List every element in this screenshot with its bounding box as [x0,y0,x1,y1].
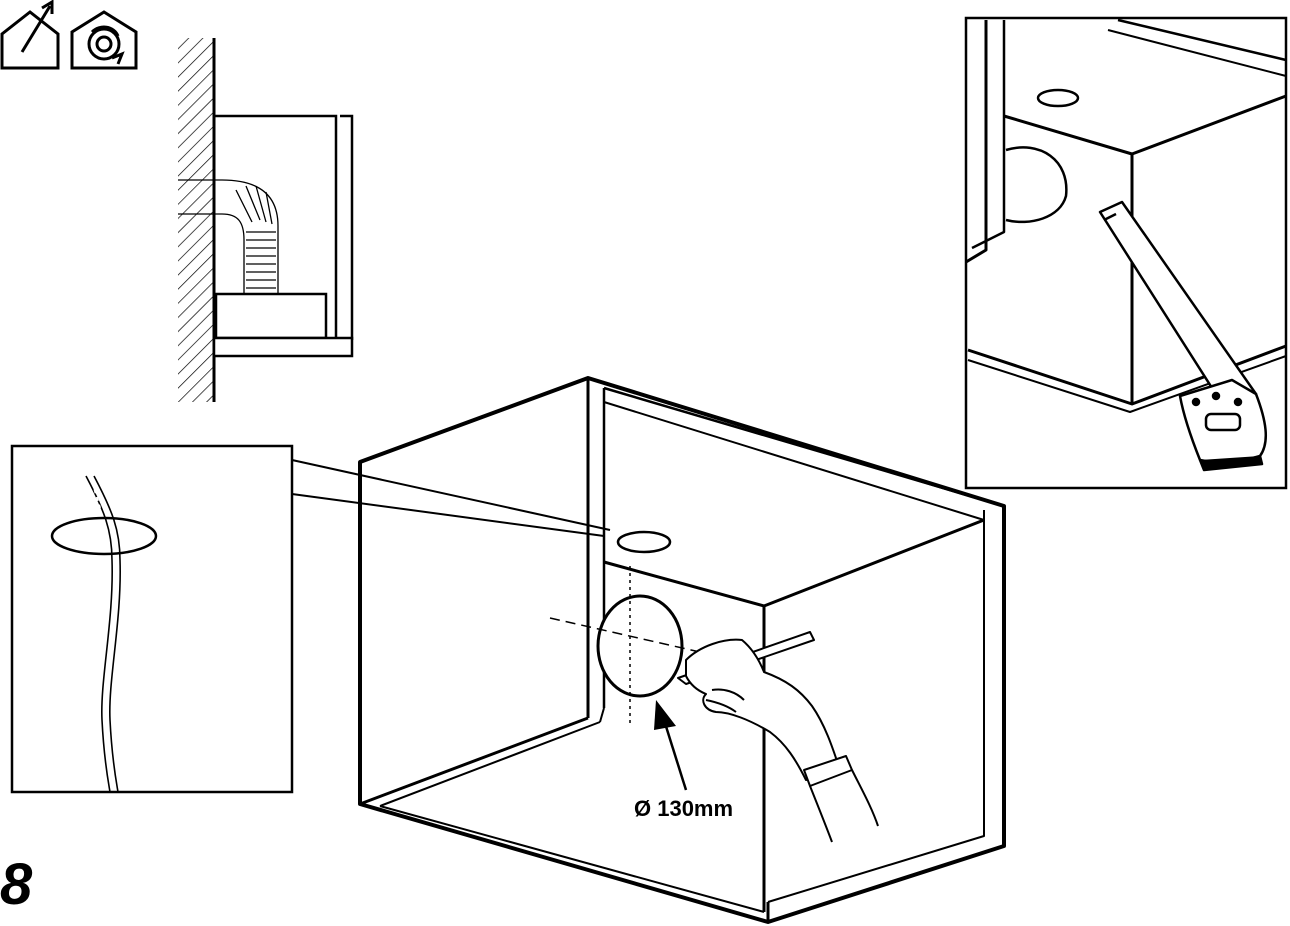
saw [1098,200,1267,472]
step-number: 8 [0,852,33,917]
cable-hole [616,530,672,554]
wall-cabinet [358,376,1006,924]
hand-with-pencil [677,631,879,843]
cable-detail-inset [10,444,294,794]
callout-lines [291,459,611,537]
dimension-label: Ø 130mm [634,796,733,821]
saw-detail-inset [964,16,1288,490]
side-view-wall-diagram [178,38,354,402]
dimension-arrow [654,700,688,791]
house-exhaust-icon [0,0,60,70]
house-recirculation-icon [70,10,138,70]
duct-hole-marking [549,566,701,724]
